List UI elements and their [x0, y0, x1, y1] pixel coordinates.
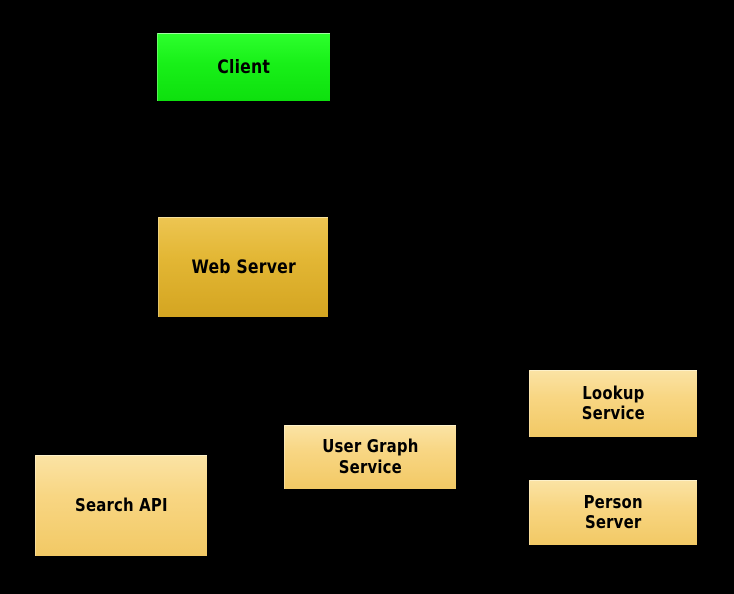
- node-label-user-graph-service: User Graph Service: [322, 436, 419, 478]
- node-search-api[interactable]: Search API: [35, 455, 207, 556]
- node-label-person-server: Person Server: [583, 491, 644, 533]
- node-label-lookup-service: Lookup Service: [581, 382, 646, 424]
- node-label-search-api: Search API: [75, 494, 168, 516]
- node-label-client: Client: [217, 55, 271, 78]
- node-person-server[interactable]: Person Server: [529, 480, 697, 545]
- node-user-graph-service[interactable]: User Graph Service: [284, 425, 456, 489]
- node-web-server[interactable]: Web Server: [158, 217, 328, 317]
- node-label-web-server: Web Server: [191, 255, 296, 278]
- node-client[interactable]: Client: [157, 33, 330, 101]
- node-lookup-service[interactable]: Lookup Service: [529, 370, 697, 437]
